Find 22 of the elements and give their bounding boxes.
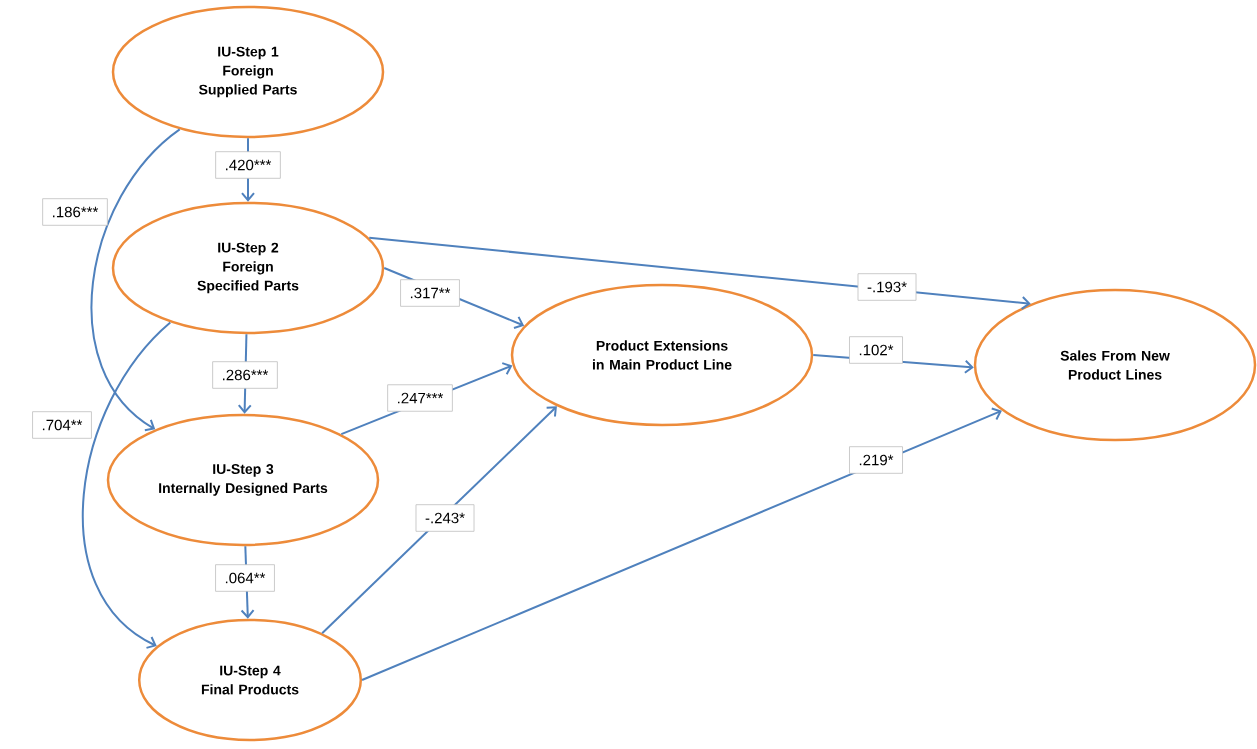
- ellipse-node: IU-Step 1 Foreign Supplied Parts: [111, 5, 385, 139]
- edge-label: .064**: [215, 564, 275, 592]
- edge-label: .247***: [387, 384, 453, 412]
- edge-label: -.193*: [857, 273, 917, 301]
- ellipse-node: IU-Step 2 Foreign Specified Parts: [111, 201, 385, 335]
- arrow: [321, 406, 557, 635]
- edge-label: .219*: [849, 446, 903, 474]
- arrow: [82, 321, 172, 649]
- edge-label: .102*: [849, 336, 903, 364]
- edge-label: .286***: [212, 361, 278, 389]
- ellipse-node: IU-Step 4 Final Products: [137, 618, 363, 742]
- ellipse-node: Product Extensions in Main Product Line: [510, 283, 814, 427]
- arrow: [361, 407, 1002, 681]
- edge-label: .317**: [400, 279, 460, 307]
- edge-label: .186***: [42, 198, 108, 226]
- arrow: [368, 236, 1031, 310]
- edge-label: .420***: [215, 151, 281, 179]
- edge-label: -.243*: [415, 504, 475, 532]
- arrow: [90, 128, 181, 432]
- ellipse-node: Sales From New Product Lines: [973, 288, 1257, 442]
- ellipse-node: IU-Step 3 Internally Designed Parts: [106, 413, 380, 547]
- edge-label: .704**: [32, 411, 92, 439]
